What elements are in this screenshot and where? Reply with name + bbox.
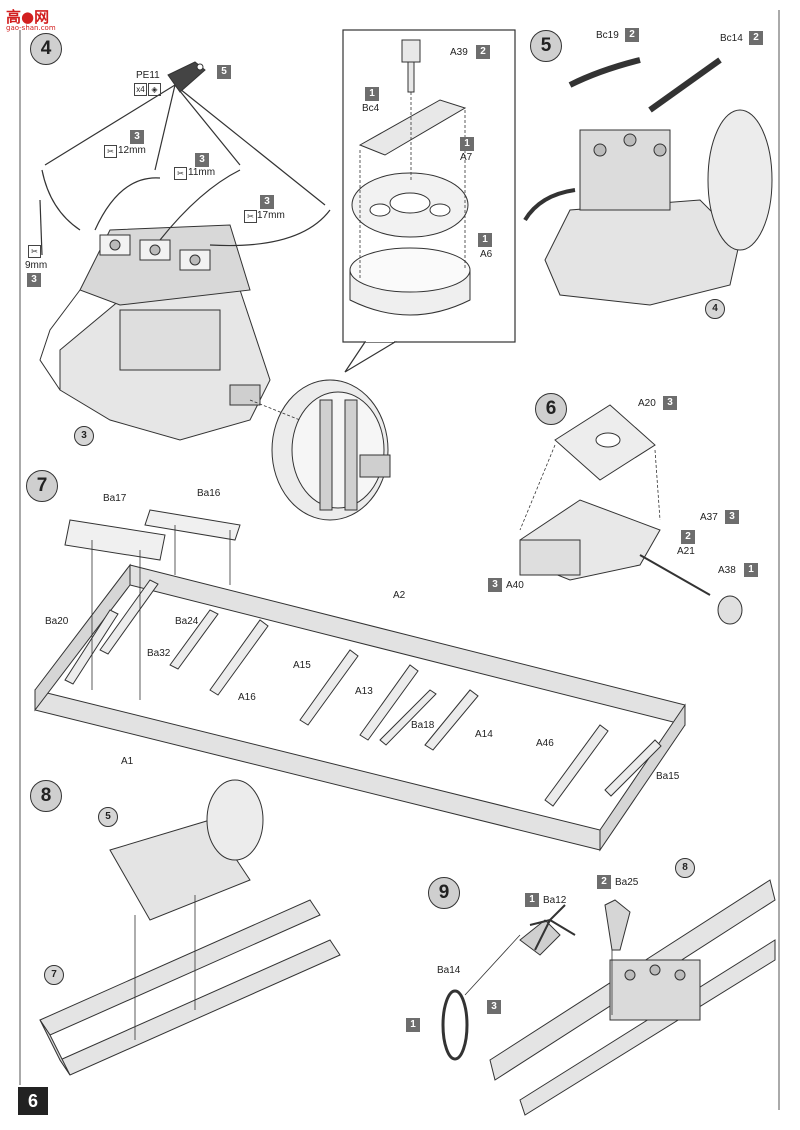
label-a46: A46 — [536, 738, 554, 749]
tag-wire-12mm: 3 — [130, 130, 144, 144]
label-ba25: Ba25 — [615, 877, 639, 888]
ref-3-badge: 3 — [74, 426, 94, 446]
label-ba14: Ba14 — [437, 965, 461, 976]
label-ba16: Ba16 — [197, 488, 221, 499]
label-17mm: 17mm — [257, 210, 285, 221]
label-pe11: PE11 — [136, 70, 160, 81]
watermark-url: gao-shan.com — [6, 24, 56, 32]
tag-bc14-sprue: 2 — [749, 31, 763, 45]
label-a14: A14 — [475, 729, 493, 740]
tag-bc4-sprue: 1 — [365, 87, 379, 101]
label-ba17: Ba17 — [103, 493, 127, 504]
tag-belt-sprue: 1 — [406, 1018, 420, 1032]
label-bc4: Bc4 — [362, 103, 380, 114]
page-number: 6 — [18, 1087, 48, 1115]
step4-engine-drawing — [39, 224, 271, 441]
label-a7: A7 — [460, 152, 473, 163]
label-a6: A6 — [480, 249, 493, 260]
label-ba32: Ba32 — [147, 648, 171, 659]
cut-length-icon: ✂ — [104, 145, 117, 158]
label-ba15: Ba15 — [656, 771, 680, 782]
label-bc14: Bc14 — [720, 33, 743, 44]
label-bc19: Bc19 — [596, 30, 619, 41]
step-5-badge: 5 — [530, 30, 562, 62]
step5-engine-drawing — [523, 57, 773, 306]
watermark-logo: 高●网 — [6, 8, 50, 26]
label-11mm: 11mm — [188, 167, 216, 178]
step4-wires — [39, 84, 331, 256]
label-ba12: Ba12 — [543, 895, 567, 906]
tag-a37-sprue: 3 — [725, 510, 739, 524]
label-ba24: Ba24 — [175, 616, 199, 627]
step-9-badge: 9 — [428, 877, 460, 909]
step-7-badge: 7 — [26, 470, 58, 502]
tag-wire-17mm: 3 — [260, 195, 274, 209]
label-a13: A13 — [355, 686, 373, 697]
label-a21: A21 — [677, 546, 695, 557]
tag-wire-11mm: 3 — [195, 153, 209, 167]
cut-length-icon: ✂ — [244, 210, 257, 223]
label-a1: A1 — [121, 756, 134, 767]
label-a37: A37 — [700, 512, 718, 523]
pe11-bracket — [167, 61, 206, 93]
step4-flywheel — [271, 379, 391, 521]
tag-bc19-sprue: 2 — [625, 28, 639, 42]
tag-pe11-sprue: 5 — [217, 65, 231, 79]
glue-icon: ◈ — [148, 83, 161, 96]
step7-chassis-frame — [34, 509, 686, 852]
label-a38: A38 — [718, 565, 736, 576]
label-a16: A16 — [238, 692, 256, 703]
tag-a38-sprue: 1 — [744, 563, 758, 577]
label-a39: A39 — [450, 47, 468, 58]
step-4-badge: 4 — [30, 33, 62, 65]
ref-7-badge: 7 — [44, 965, 64, 985]
tag-ba12-sprue: 1 — [525, 893, 539, 907]
ref-4-badge: 4 — [705, 299, 725, 319]
x4-count: x4 — [134, 83, 147, 96]
label-a15: A15 — [293, 660, 311, 671]
label-a20: A20 — [638, 398, 656, 409]
ref-8-badge: 8 — [675, 858, 695, 878]
ref-5-badge: 5 — [98, 807, 118, 827]
step9-assembly — [441, 879, 776, 1116]
step-6-badge: 6 — [535, 393, 567, 425]
tag-a6-sprue: 1 — [478, 233, 492, 247]
tag-a39-sprue: 2 — [476, 45, 490, 59]
cut-length-icon: ✂ — [28, 245, 41, 258]
step8-engine-on-frame — [39, 779, 341, 1076]
tag-wire-9mm: 3 — [27, 273, 41, 287]
label-a40: A40 — [506, 580, 524, 591]
tag-a20-sprue: 3 — [663, 396, 677, 410]
inset-parts — [349, 39, 471, 316]
label-ba18: Ba18 — [411, 720, 435, 731]
label-9mm: 9mm — [25, 260, 48, 271]
step-8-badge: 8 — [30, 780, 62, 812]
label-12mm: 12mm — [118, 145, 146, 156]
label-a2: A2 — [393, 590, 406, 601]
tag-a21-sprue: 2 — [681, 530, 695, 544]
tag-a7-sprue: 1 — [460, 137, 474, 151]
tag-pulley-sprue: 3 — [487, 1000, 501, 1014]
cut-length-icon: ✂ — [174, 167, 187, 180]
tag-ba25-sprue: 2 — [597, 875, 611, 889]
step7-crossmembers — [64, 579, 662, 807]
step6-battery-box — [519, 404, 743, 625]
tag-a40-sprue: 3 — [488, 578, 502, 592]
label-ba20: Ba20 — [45, 616, 69, 627]
